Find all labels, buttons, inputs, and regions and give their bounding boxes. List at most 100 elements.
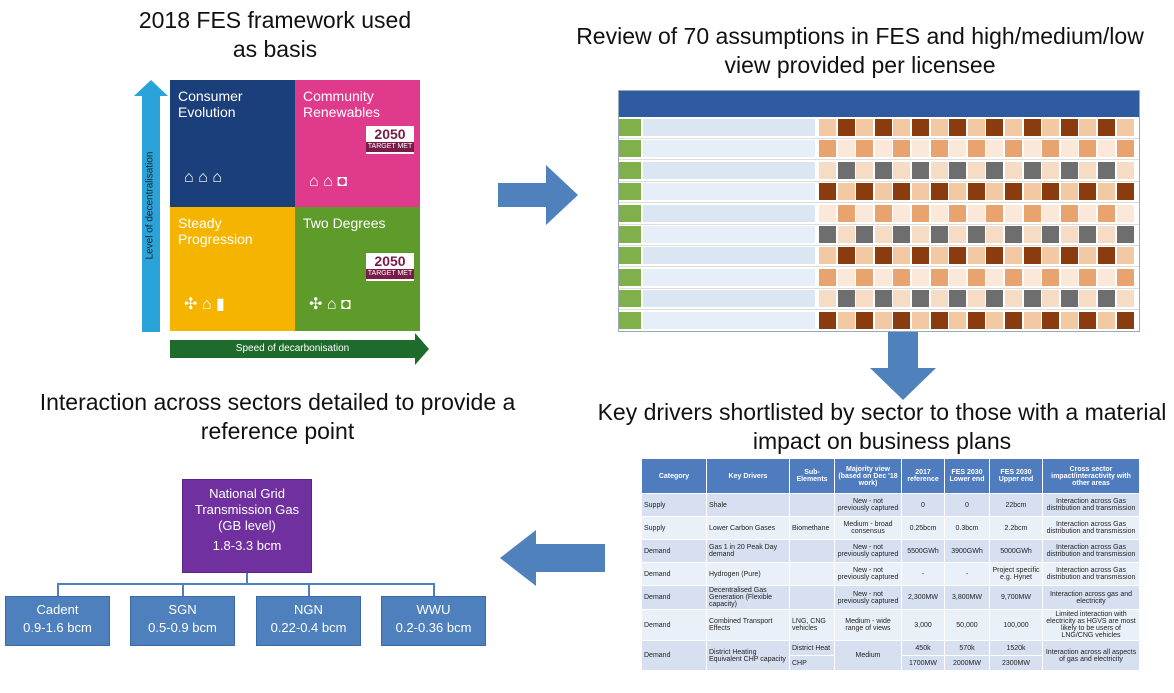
spreadsheet-cell	[1098, 226, 1115, 243]
spreadsheet-cell	[1079, 140, 1097, 158]
spreadsheet-cell	[643, 119, 815, 136]
spreadsheet-cell	[856, 183, 874, 201]
table-cell: District Heat	[789, 640, 835, 656]
table-cell: Demand	[641, 585, 707, 610]
spreadsheet-cell	[819, 290, 836, 308]
table-cell: LNG, CNG vehicles	[789, 609, 835, 641]
table-cell: Demand	[641, 539, 707, 563]
spreadsheet-row	[619, 267, 1139, 289]
spreadsheet-cell	[1116, 204, 1134, 222]
target-met-badge: 2050 TARGET MET	[366, 253, 414, 281]
column-header: Category	[641, 458, 707, 494]
spreadsheet-cell	[949, 268, 967, 286]
spreadsheet-cell	[967, 204, 985, 222]
table-cell	[789, 562, 835, 586]
spreadsheet-cell	[967, 311, 985, 329]
spreadsheet-cell	[1023, 140, 1041, 158]
table-cell: New - not previously captured	[834, 585, 902, 610]
quadrant-label: Community Renewables	[303, 88, 381, 120]
node-value: 0.5-0.9 bcm	[148, 620, 217, 635]
spreadsheet-cell	[819, 247, 836, 265]
table-header-row: Category Key Drivers Sub-Elements Majori…	[641, 458, 1140, 494]
spreadsheet-cell	[874, 119, 892, 136]
spreadsheet-cell	[619, 183, 641, 201]
spreadsheet-cell	[619, 268, 641, 286]
node-sgn: SGN 0.5-0.9 bcm	[130, 596, 235, 646]
spreadsheet-cell	[1116, 226, 1134, 243]
spreadsheet-row	[619, 310, 1139, 331]
connector-line	[246, 573, 248, 584]
node-ngn: NGN 0.22-0.4 bcm	[256, 596, 361, 646]
spreadsheet-cell	[819, 119, 836, 136]
table-cell: 9,700MW	[989, 585, 1043, 610]
node-name: Cadent	[36, 602, 79, 617]
connector-line	[182, 583, 184, 596]
spreadsheet-cell	[837, 311, 855, 329]
table-cell: Interaction across Gas distribution and …	[1042, 493, 1140, 517]
spreadsheet-cell	[1005, 226, 1022, 243]
spreadsheet-cell	[1060, 119, 1078, 136]
drivers-heading: Key drivers shortlisted by sector to tho…	[597, 399, 1167, 454]
car-icon: ⌂ ⌂ ◘	[309, 173, 347, 190]
arrow-left-icon	[500, 530, 605, 586]
table-cell: Supply	[641, 516, 707, 540]
spreadsheet-cell	[643, 183, 815, 201]
spreadsheet-cell	[643, 204, 815, 222]
spreadsheet-cell	[1060, 268, 1078, 286]
spreadsheet-cell	[1005, 268, 1022, 286]
table-cell: 0.25bcm	[901, 516, 945, 540]
spreadsheet-header-row	[619, 91, 1139, 117]
house-icon: ⌂ ⌂ ⌂	[184, 169, 222, 186]
spreadsheet-cell	[1116, 183, 1134, 201]
quadrant-consumer-evolution: Consumer Evolution ⌂ ⌂ ⌂	[170, 80, 295, 207]
spreadsheet-cell	[949, 204, 967, 222]
spreadsheet-cell	[1023, 290, 1041, 308]
spreadsheet-cell	[1098, 290, 1115, 308]
spreadsheet-cell	[1005, 183, 1022, 201]
spreadsheet-cell	[893, 290, 911, 308]
spreadsheet-cell	[819, 268, 836, 286]
spreadsheet-cell	[856, 226, 874, 243]
spreadsheet-cell	[986, 204, 1004, 222]
table-cell: Medium - broad consensus	[834, 516, 902, 540]
spreadsheet-cell	[819, 161, 836, 179]
spreadsheet-row	[619, 117, 1139, 139]
spreadsheet-cell	[856, 290, 874, 308]
spreadsheet-cell	[912, 119, 929, 136]
spreadsheet-cell	[1098, 311, 1115, 329]
spreadsheet-cell	[643, 161, 815, 179]
spreadsheet-cell	[1005, 204, 1022, 222]
spreadsheet-cell	[1116, 247, 1134, 265]
spreadsheet-cell	[1116, 161, 1134, 179]
spreadsheet-cell	[1005, 119, 1022, 136]
spreadsheet-cell	[1098, 183, 1115, 201]
spreadsheet-cell	[643, 226, 815, 243]
table-cell: Limited interaction with electricity as …	[1042, 609, 1140, 641]
spreadsheet-cell	[619, 290, 641, 308]
spreadsheet-cell	[1098, 119, 1115, 136]
spreadsheet-cell	[1060, 226, 1078, 243]
spreadsheet-cell	[837, 226, 855, 243]
spreadsheet-row	[619, 160, 1139, 182]
table-cell: Medium - wide range of views	[834, 609, 902, 641]
spreadsheet-cell	[856, 140, 874, 158]
spreadsheet-cell	[837, 119, 855, 136]
spreadsheet-cell	[912, 183, 929, 201]
table-cell: 1700MW	[901, 655, 945, 671]
spreadsheet-cell	[930, 140, 948, 158]
table-cell: 450k	[901, 640, 945, 656]
table-cell: New - not previously captured	[834, 539, 902, 563]
table-cell: 570k	[944, 640, 990, 656]
table-cell: 50,000	[944, 609, 990, 641]
interaction-heading: Interaction across sectors detailed to p…	[39, 389, 516, 444]
spreadsheet-cell	[1023, 204, 1041, 222]
spreadsheet-cell	[619, 226, 641, 243]
spreadsheet-cell	[856, 268, 874, 286]
spreadsheet-cell	[1098, 161, 1115, 179]
table-cell: 100,000	[989, 609, 1043, 641]
spreadsheet-cell	[1116, 119, 1134, 136]
node-name: WWU	[416, 602, 451, 617]
spreadsheet-cell	[856, 311, 874, 329]
